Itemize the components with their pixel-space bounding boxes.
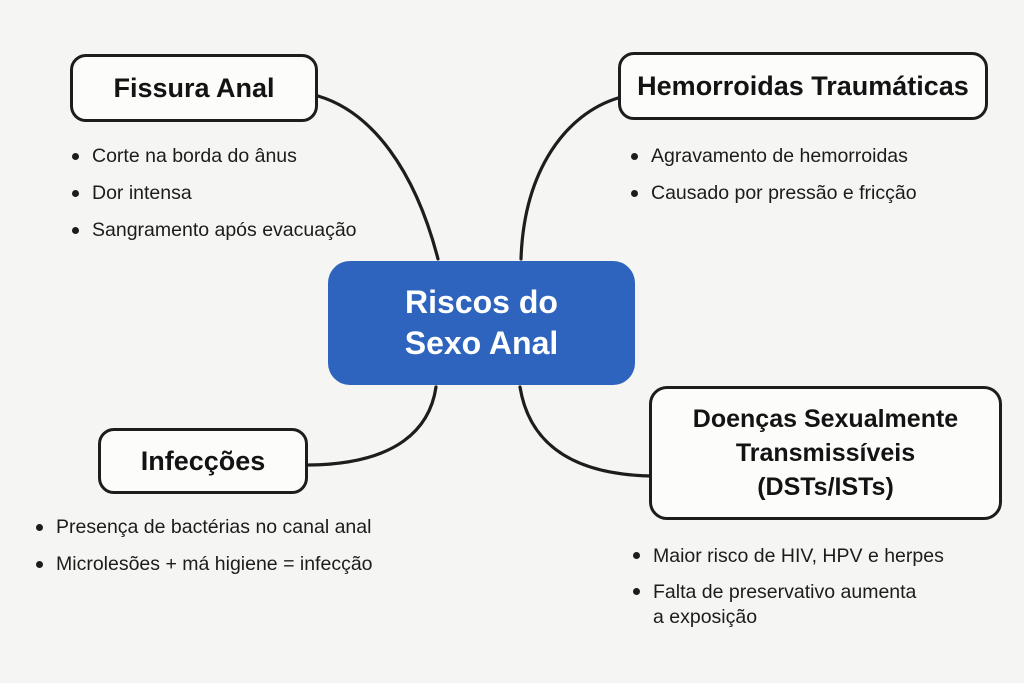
connector-infeccoes	[307, 385, 438, 467]
bullet-item: Corte na borda do ânus	[72, 145, 357, 167]
bullet-item: Falta de preservativo aumenta a exposiçã…	[633, 580, 944, 630]
node-title-hemorroidas: Hemorroidas Traumáticas	[637, 70, 969, 101]
bullet-text: Falta de preservativo aumenta a exposiçã…	[653, 581, 917, 628]
bullet-item: Agravamento de hemorroidas	[631, 145, 917, 167]
center-node-title: Riscos do Sexo Anal	[405, 282, 559, 364]
dsts-title-line-1: Doenças Sexualmente	[692, 405, 959, 433]
node-title-fissura: Fissura Anal	[113, 72, 275, 103]
dsts-bullet-list: Maior risco de HIV, HPV e herpes Falta d…	[633, 544, 944, 641]
node-infeccoes: Infecções	[98, 428, 308, 494]
bullet-item: Maior risco de HIV, HPV e herpes	[633, 544, 944, 569]
bullet-dot-icon	[631, 153, 638, 160]
bullet-text: Agravamento de hemorroidas	[651, 145, 908, 167]
hemorroidas-bullet-list: Agravamento de hemorroidas Causado por p…	[631, 145, 917, 219]
bullet-dot-icon	[72, 190, 79, 197]
bullet-dot-icon	[36, 561, 43, 568]
node-title-dsts: Doenças Sexualmente Transmissíveis (DSTs…	[693, 402, 958, 504]
bullet-item: Causado por pressão e fricção	[631, 182, 917, 204]
center-title-line-2: Sexo Anal	[404, 325, 559, 361]
node-title-infeccoes: Infecções	[140, 445, 266, 476]
node-dsts-ists: Doenças Sexualmente Transmissíveis (DSTs…	[649, 386, 1002, 520]
bullet-text: Dor intensa	[92, 182, 192, 204]
connector-fissura	[316, 94, 440, 261]
bullet-dot-icon	[631, 190, 638, 197]
connector-hemorroidas	[519, 96, 620, 261]
bullet-text: Presença de bactérias no canal anal	[56, 516, 372, 538]
bullet-text: Sangramento após evacuação	[92, 219, 357, 241]
dsts-title-line-3: (DSTs/ISTs)	[757, 473, 894, 501]
bullet-item: Sangramento após evacuação	[72, 219, 357, 241]
center-title-line-1: Riscos do	[405, 284, 558, 320]
bullet-item: Microlesões + má higiene = infecção	[36, 553, 373, 575]
dsts-title-line-2: Transmissíveis	[735, 439, 916, 467]
connector-dsts	[518, 385, 653, 478]
bullet-text: Causado por pressão e fricção	[651, 182, 917, 204]
bullet-text: Maior risco de HIV, HPV e herpes	[653, 545, 944, 567]
bullet-dot-icon	[633, 552, 640, 559]
bullet-text: Microlesões + má higiene = infecção	[56, 553, 373, 575]
fissura-bullet-list: Corte na borda do ânus Dor intensa Sangr…	[72, 145, 357, 256]
bullet-item: Presença de bactérias no canal anal	[36, 516, 373, 538]
bullet-dot-icon	[72, 227, 79, 234]
bullet-dot-icon	[36, 524, 43, 531]
bullet-dot-icon	[633, 588, 640, 595]
node-fissura-anal: Fissura Anal	[70, 54, 318, 122]
infeccoes-bullet-list: Presença de bactérias no canal anal Micr…	[36, 516, 373, 590]
bullet-item: Dor intensa	[72, 182, 357, 204]
bullet-text: Corte na borda do ânus	[92, 145, 297, 167]
node-hemorroidas-traumaticas: Hemorroidas Traumáticas	[618, 52, 988, 120]
node-center-riscos: Riscos do Sexo Anal	[328, 261, 635, 385]
bullet-dot-icon	[72, 153, 79, 160]
